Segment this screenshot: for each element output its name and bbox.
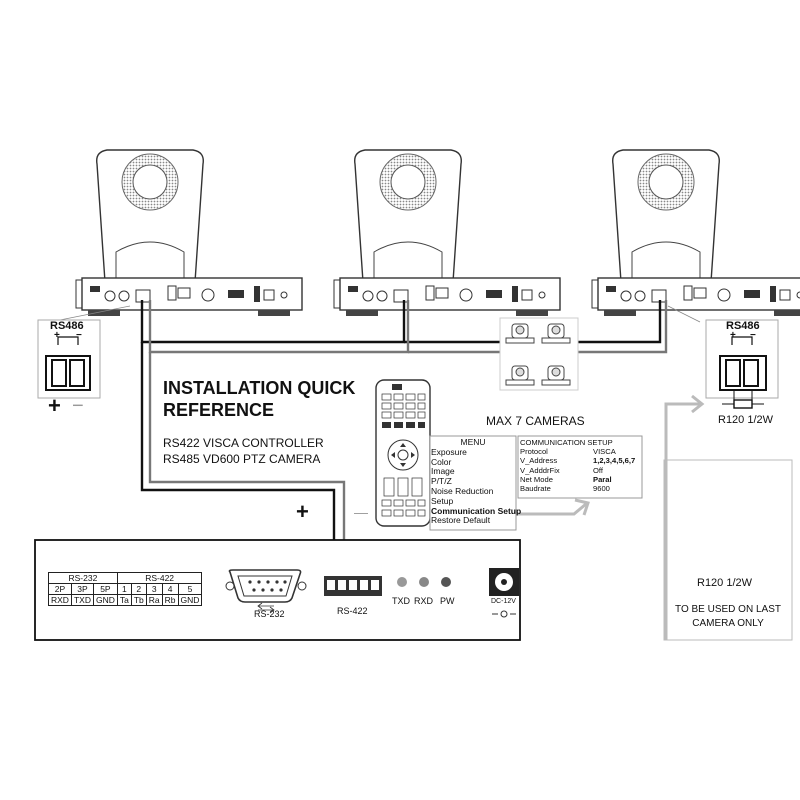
db9-connector — [225, 569, 307, 614]
menu-panel — [429, 435, 517, 531]
note-box — [663, 459, 793, 641]
pin-number: 4 — [161, 583, 179, 595]
rs486-left-plus: + — [54, 330, 60, 341]
rs486-right-minus: − — [750, 330, 756, 341]
menu-item: P/T/Z — [431, 476, 452, 487]
comm-value: 1,2,3,4,5,6,7 — [593, 456, 636, 466]
pin-number: 5P — [92, 583, 118, 595]
rs486-left-label: RS486 — [50, 320, 84, 332]
pin-number: 3P — [70, 583, 94, 595]
ptz-camera-1 — [75, 149, 303, 317]
resistor-icon — [733, 399, 753, 409]
menu-item: Exposure — [431, 446, 467, 457]
comm-setup-list: COMMUNICATION SETUP Protocol VISCA V_Addr… — [520, 438, 635, 493]
menu-item: Image — [431, 466, 455, 477]
pin-signal: Ta — [116, 594, 132, 606]
note-line1: TO BE USED ON LAST — [675, 604, 781, 615]
comm-row: Net Mode Paral — [520, 475, 635, 484]
led-label-txd: TXD — [392, 596, 410, 606]
subtitle-line1: RS422 VISCA CONTROLLER — [163, 436, 324, 450]
rs485-cables — [140, 300, 668, 582]
pin-number: 5 — [177, 583, 203, 595]
resistor-callout — [664, 394, 705, 640]
comm-value: 9600 — [593, 484, 610, 494]
polarity-minus: − — [72, 395, 84, 417]
pin-group-rs232: RS-232 — [48, 572, 118, 584]
rs422-port-label: RS-422 — [337, 606, 368, 616]
rs422-terminal — [324, 576, 382, 596]
pin-number: 3 — [145, 583, 163, 595]
pin-signal: GND — [177, 594, 203, 606]
menu-item: Noise Reduction — [431, 485, 494, 496]
rs486-terminal-left — [37, 319, 101, 399]
comm-row: Protocol VISCA — [520, 447, 635, 456]
menu-item: Setup — [431, 495, 454, 506]
pin-number: 2 — [130, 583, 147, 595]
comm-row: V_AdddrFix Off — [520, 466, 635, 475]
comm-value: VISCA — [593, 447, 616, 457]
callout-line-left — [49, 305, 131, 323]
page-title-line2: REFERENCE — [163, 400, 275, 420]
menu-item-highlighted: Communication Setup — [431, 505, 522, 516]
led-label-rxd: RXD — [414, 596, 434, 606]
rs232-port-label: RS-232 — [254, 609, 285, 619]
menu-arrow — [516, 498, 590, 516]
pin-number: 2P — [48, 583, 72, 595]
pin-signal: GND — [92, 594, 118, 606]
cable-minus: — — [354, 504, 368, 520]
dc-jack — [489, 568, 519, 618]
pin-signal: TXD — [70, 594, 94, 606]
pin-signal: Rb — [161, 594, 179, 606]
page-title-line1: INSTALLATION QUICK — [163, 378, 356, 398]
comm-key: Baudrate — [520, 484, 551, 494]
menu-heading: MENU — [460, 437, 486, 447]
pw-led — [441, 577, 451, 587]
txd-led — [397, 577, 407, 587]
comm-value: Paral — [593, 474, 612, 484]
note-resistor: R120 1/2W — [697, 577, 753, 589]
pin-signal: Ra — [145, 594, 163, 606]
ptz-camera-2 — [333, 149, 561, 317]
led-label-pw: PW — [440, 596, 455, 606]
comm-key: Net Mode — [520, 474, 553, 484]
comm-setup-panel — [517, 435, 643, 499]
pin-number: 1 — [116, 583, 132, 595]
max-cameras-block — [499, 317, 579, 391]
callout-line-right — [667, 305, 701, 323]
note-line2: CAMERA ONLY — [692, 618, 764, 629]
cable-plus: + — [296, 499, 309, 524]
pin-group-rs422: RS-422 — [116, 572, 203, 584]
menu-list: MENU Exposure Color Image P/T/Z Noise Re… — [431, 437, 522, 526]
menu-item: Color — [431, 456, 452, 467]
comm-key: Protocol — [520, 447, 548, 457]
rxd-led — [419, 577, 429, 587]
rs486-left-minus: − — [76, 330, 82, 341]
pin-signal: Tb — [130, 594, 147, 606]
rs486-right-plus: + — [730, 330, 736, 341]
pin-table: RS-232 RS-422 2P 3P 5P 1 2 3 4 5 RXD TXD… — [48, 572, 203, 606]
subtitle-line2: RS485 VD600 PTZ CAMERA — [163, 452, 321, 466]
remote-control — [375, 379, 431, 527]
comm-row: V_Address 1,2,3,4,5,6,7 — [520, 456, 635, 465]
menu-item: Restore Default — [431, 515, 491, 526]
rs486-right-resistor: R120 1/2W — [718, 414, 774, 426]
comm-key: V_Address — [520, 456, 558, 466]
dc-label: DC-12V — [491, 598, 516, 605]
pin-signal: RXD — [48, 594, 72, 606]
comm-value: Off — [593, 465, 603, 475]
polarity-plus: + — [48, 393, 61, 418]
ptz-camera-3 — [591, 149, 800, 317]
comm-row: Baudrate 9600 — [520, 484, 635, 493]
rs486-terminal-right — [705, 319, 779, 409]
rs486-right-label: RS486 — [726, 320, 760, 332]
comm-setup-heading: COMMUNICATION SETUP — [520, 438, 613, 447]
comm-key: V_AdddrFix — [520, 465, 560, 475]
max-cameras-label: MAX 7 CAMERAS — [486, 414, 585, 428]
